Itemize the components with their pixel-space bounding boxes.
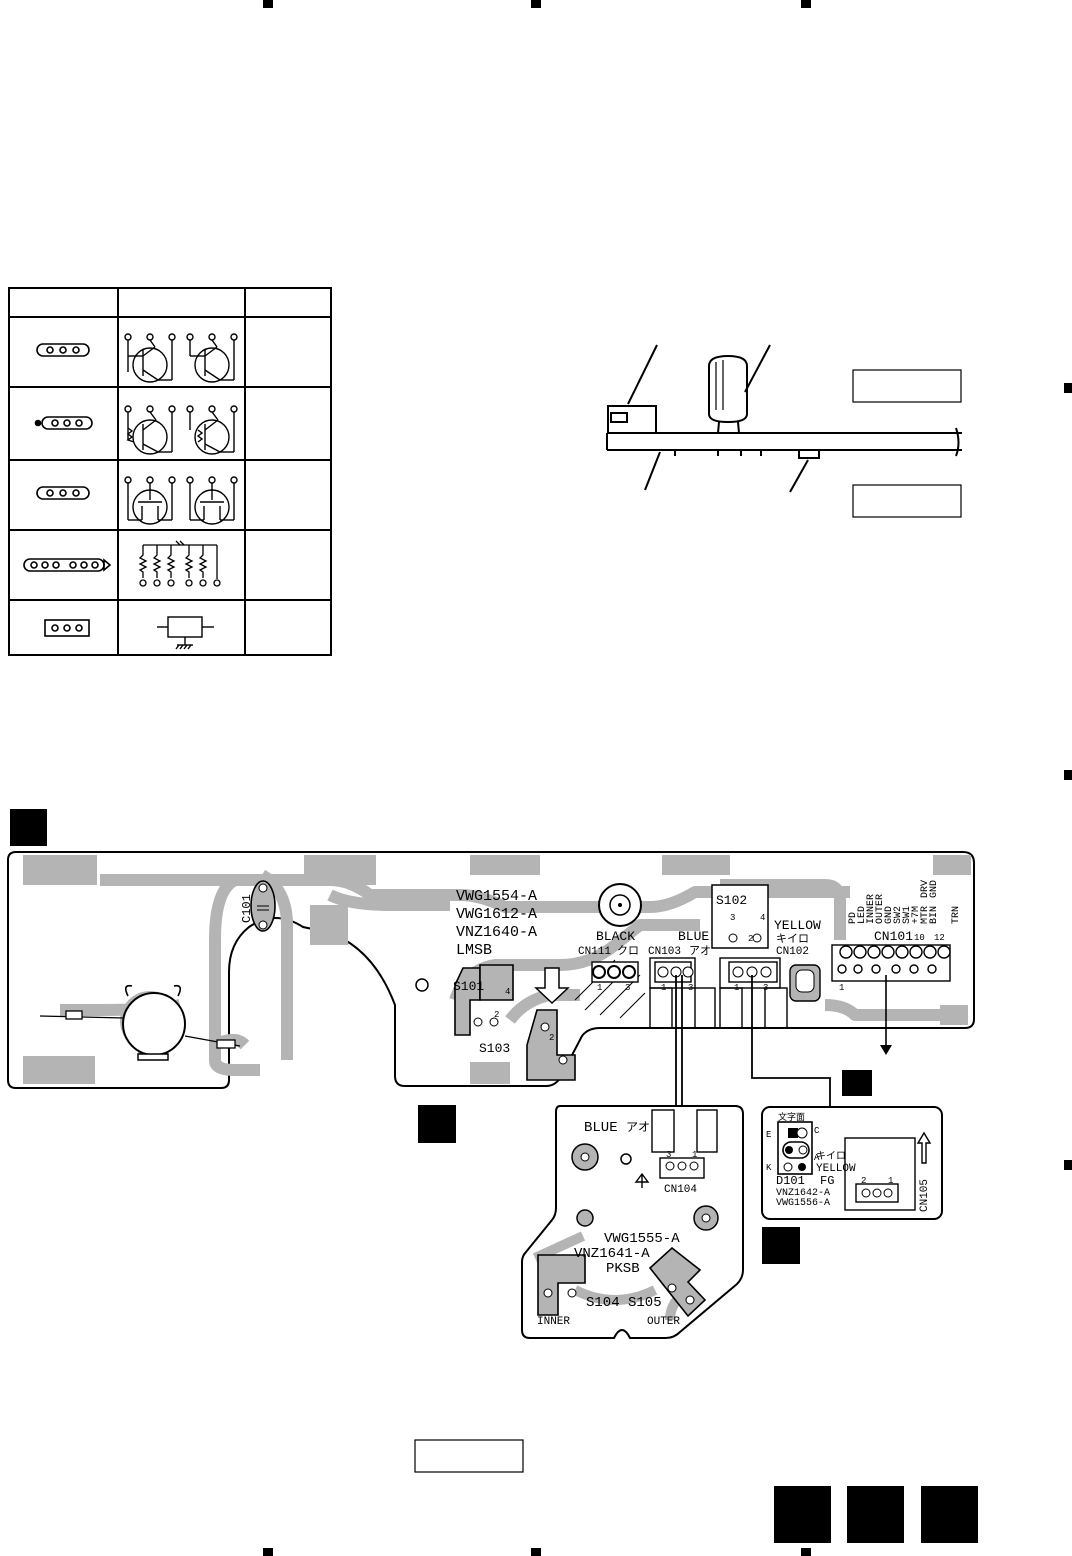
s104-s105-label: S104 S105	[586, 1295, 662, 1311]
c101-label: C101	[240, 894, 254, 923]
cn101-signal-bin: BIN	[929, 906, 940, 924]
cn102-pin-1: 1	[734, 983, 739, 993]
cn101-signal-7m: +7M	[911, 906, 922, 924]
cn101-signal-mtr: MTR	[920, 906, 931, 924]
fg-yellow-label: YELLOW	[816, 1163, 856, 1175]
page-tab-2	[847, 1486, 904, 1543]
lmsb-part-number-3: VNZ1640-A	[456, 924, 537, 941]
section-marker-b	[418, 1105, 456, 1143]
board-cross-section	[606, 344, 962, 518]
blue-label: BLUE	[678, 929, 709, 944]
page-tab-3	[921, 1486, 978, 1543]
s101-pin-2: 2	[494, 1010, 499, 1020]
filter-icon	[157, 616, 214, 650]
cn101-pin-1: 1	[839, 983, 844, 993]
cn101-signal-drv: DRV	[920, 880, 931, 898]
digital-transistor-footprint-icon	[34, 416, 93, 430]
cn101-pin-12: 12	[934, 933, 945, 943]
yellow-kana: キイロ	[776, 933, 809, 946]
fg-pin-k: K	[766, 1163, 772, 1173]
cn105-pin-1: 1	[888, 1176, 893, 1186]
cn103-pin-1: 1	[661, 983, 666, 993]
lmsb-part-number-2: VWG1612-A	[456, 906, 537, 923]
cn101-signal-outer: OUTER	[875, 894, 886, 924]
d101-label: D101	[776, 1174, 805, 1188]
pksb-board	[521, 1105, 744, 1339]
filter-footprint-icon	[44, 619, 90, 637]
s103-label: S103	[479, 1041, 510, 1056]
inner-label: INNER	[537, 1316, 570, 1328]
fg-board	[761, 1106, 943, 1220]
digital-transistor-icon	[124, 405, 238, 455]
cn101-pin-10: 10	[914, 933, 925, 943]
cn101-signal-trn: TRN	[951, 906, 962, 924]
section-marker-a	[10, 809, 47, 846]
section-marker-d	[762, 1227, 800, 1264]
s103-pin-2: 2	[549, 1033, 554, 1043]
caption-box	[414, 1439, 524, 1473]
outer-label: OUTER	[647, 1316, 680, 1328]
cn103-pin-3: 3	[688, 983, 693, 993]
cn102-pin-3: 3	[763, 983, 768, 993]
fg-yellow-kana: キイロ	[816, 1151, 846, 1163]
blue-kana: アオ	[689, 944, 711, 958]
pksb-board-name: PKSB	[606, 1261, 640, 1277]
resistor-array-footprint-icon	[23, 558, 112, 572]
cn101-signal-gnd-2: GND	[929, 880, 940, 898]
s102-pin-2: 2	[748, 934, 753, 944]
fet-footprint-icon	[36, 486, 90, 500]
page-tab-1	[774, 1486, 831, 1543]
s102-label: S102	[716, 893, 747, 908]
transistor-footprint-icon	[36, 343, 90, 357]
pksb-blue-label: BLUE	[584, 1120, 618, 1136]
cn101-signal-led: LED	[857, 906, 868, 924]
npn-transistor-icon	[124, 333, 238, 383]
black-kana: クロ	[617, 944, 639, 958]
fg-pin-c: C	[814, 1126, 820, 1136]
fg-pin-a: A	[814, 1153, 820, 1163]
cn105-label: CN105	[919, 1179, 931, 1212]
registration-marks	[263, 0, 1072, 1556]
cn102-label: CN102	[776, 946, 809, 958]
s102-pin-3: 3	[730, 913, 735, 923]
cn101-signal-inner: INNER	[866, 894, 877, 924]
s101-label: S101	[453, 979, 484, 994]
fg-label: FG	[820, 1174, 834, 1188]
yellow-label: YELLOW	[774, 918, 821, 933]
cn101-signal-pd: PD	[848, 912, 859, 924]
symbol-table	[8, 287, 332, 656]
cn104-pin-1: 1	[692, 1150, 697, 1160]
cn105-pin-2: 2	[861, 1176, 866, 1186]
cn111-pin-3: 3	[625, 983, 630, 993]
cn111-pin-1: 1	[597, 983, 602, 993]
fg-part-number-2: VWG1556-A	[776, 1198, 830, 1209]
cn111-label: CN111	[578, 946, 611, 958]
cn101-signal-gnd: GND	[884, 906, 895, 924]
cn104-pin-3: 3	[666, 1150, 671, 1160]
fg-part-number-1: VNZ1642-A	[776, 1188, 830, 1199]
cn101-signal-sw1: SW1	[902, 906, 913, 924]
section-marker-c	[842, 1070, 872, 1096]
black-label: BLACK	[596, 929, 635, 944]
fg-pin-e: E	[766, 1130, 771, 1140]
fet-icon	[124, 476, 238, 525]
lmsb-part-number-1: VWG1554-A	[456, 888, 537, 905]
cn101-label: CN101	[874, 929, 913, 944]
s102-pin-4: 4	[760, 913, 765, 923]
cn101-signal-sw2: SW2	[893, 906, 904, 924]
s101-pin-4: 4	[505, 987, 510, 997]
cn103-label: CN103	[648, 946, 681, 958]
fg-stamp-kana: 文字面	[778, 1111, 805, 1123]
lmsb-board	[7, 851, 975, 1089]
pksb-part-number-1: VWG1555-A	[604, 1231, 680, 1247]
pksb-part-number-2: VNZ1641-A	[574, 1246, 650, 1262]
cn104-label: CN104	[664, 1184, 697, 1196]
resistor-array-icon	[138, 540, 221, 587]
lmsb-board-name: LMSB	[456, 942, 492, 959]
pksb-blue-kana: アオ	[626, 1120, 650, 1135]
